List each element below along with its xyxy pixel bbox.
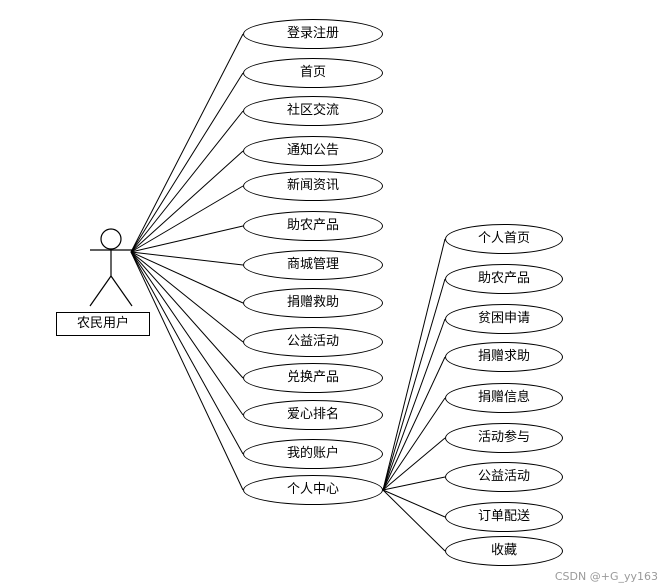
sub-use-case: 捐赠信息 xyxy=(445,383,563,413)
use-case: 新闻资讯 xyxy=(243,171,383,201)
sub-use-case: 收藏 xyxy=(445,536,563,566)
sub-association-line xyxy=(382,238,446,491)
use-case: 个人中心 xyxy=(243,475,383,505)
actor-left-leg xyxy=(89,275,112,307)
association-line xyxy=(130,251,244,304)
use-case: 兑换产品 xyxy=(243,363,383,393)
association-line xyxy=(130,110,244,253)
use-case: 首页 xyxy=(243,58,383,88)
actor-head xyxy=(100,228,122,250)
association-line xyxy=(130,251,244,343)
use-case: 商城管理 xyxy=(243,250,383,280)
sub-association-line xyxy=(382,489,446,552)
association-line xyxy=(130,150,244,253)
actor-right-leg xyxy=(110,275,133,307)
association-lines xyxy=(130,33,446,552)
association-line xyxy=(130,251,244,455)
association-line xyxy=(130,251,244,416)
sub-use-case: 贫困申请 xyxy=(445,304,563,334)
use-case: 爱心排名 xyxy=(243,400,383,430)
watermark: CSDN @+G_yy163 xyxy=(554,570,658,583)
sub-use-case: 个人首页 xyxy=(445,224,563,254)
actor-label: 农民用户 xyxy=(56,312,150,336)
sub-association-line xyxy=(382,278,446,491)
sub-association-line xyxy=(382,489,446,518)
association-line xyxy=(130,185,244,253)
sub-use-case: 助农产品 xyxy=(445,264,563,294)
sub-use-case: 活动参与 xyxy=(445,423,563,453)
actor-stick-figure xyxy=(89,228,133,307)
sub-association-line xyxy=(382,356,446,491)
use-case: 公益活动 xyxy=(243,327,383,357)
association-line xyxy=(130,251,244,379)
sub-association-line xyxy=(382,318,446,491)
association-line xyxy=(130,225,244,253)
use-case: 登录注册 xyxy=(243,19,383,49)
sub-association-line xyxy=(382,476,446,491)
use-case: 通知公告 xyxy=(243,136,383,166)
sub-use-case: 订单配送 xyxy=(445,502,563,532)
association-line xyxy=(130,72,244,253)
sub-association-line xyxy=(382,397,446,491)
sub-use-case: 公益活动 xyxy=(445,462,563,492)
association-line xyxy=(130,251,244,266)
sub-association-line xyxy=(382,437,446,491)
use-case: 我的账户 xyxy=(243,439,383,469)
use-case: 社区交流 xyxy=(243,96,383,126)
association-line xyxy=(130,33,244,253)
use-case: 捐赠救助 xyxy=(243,288,383,318)
use-case: 助农产品 xyxy=(243,211,383,241)
sub-use-case: 捐赠求助 xyxy=(445,342,563,372)
association-line xyxy=(130,251,244,491)
